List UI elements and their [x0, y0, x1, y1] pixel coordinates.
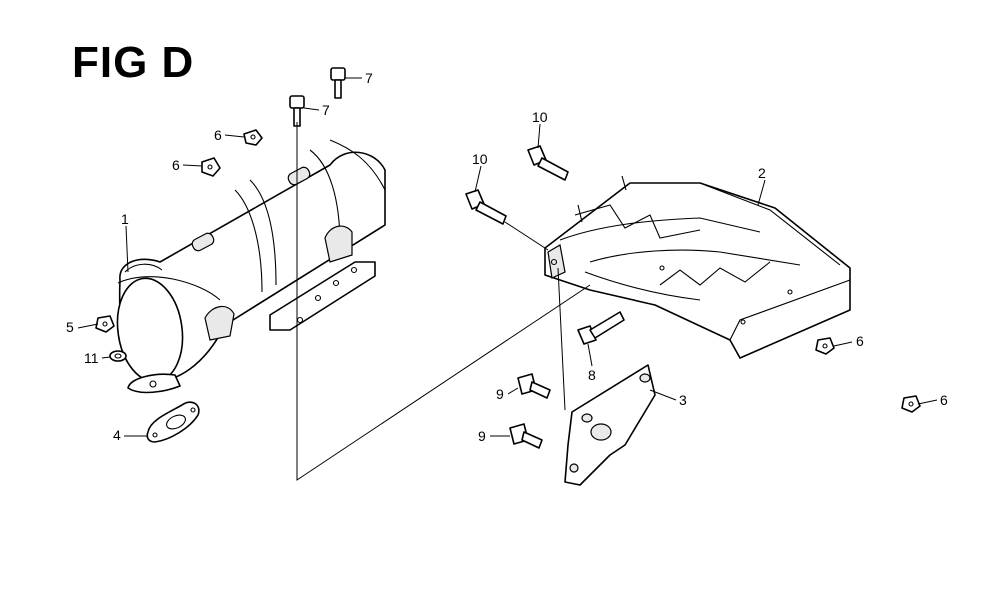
callout-6-c: 6 — [856, 333, 864, 349]
callout-2: 2 — [758, 165, 766, 181]
exhaust-gasket — [146, 401, 200, 443]
nut-6-a — [243, 129, 263, 146]
nut-6-b — [201, 157, 221, 177]
callout-7-a: 7 — [365, 70, 373, 86]
nut-5 — [95, 315, 115, 333]
callout-1: 1 — [121, 211, 129, 227]
bolt-10-a — [527, 145, 569, 181]
nut-6-d — [901, 395, 921, 413]
muffler-protector — [544, 175, 851, 359]
callout-10-b: 10 — [472, 151, 488, 167]
bolt-9-a — [517, 373, 551, 399]
callout-6-a: 6 — [214, 127, 222, 143]
callout-9-a: 9 — [496, 386, 504, 402]
bracket-plate — [564, 364, 656, 486]
muffler-body — [116, 139, 386, 394]
callout-8: 8 — [588, 367, 596, 383]
assembly-lines — [296, 122, 591, 481]
bolt-10-b — [465, 189, 507, 225]
nut-6-c — [815, 337, 835, 355]
callout-3: 3 — [679, 392, 687, 408]
callout-7-b: 7 — [322, 102, 330, 118]
callout-6-b: 6 — [172, 157, 180, 173]
figure-title: FIG D — [72, 38, 195, 87]
bolt-9-b — [509, 423, 543, 449]
callout-4: 4 — [113, 427, 121, 443]
callout-5: 5 — [66, 319, 74, 335]
leader-lines — [77, 77, 938, 437]
washer-11 — [109, 350, 127, 362]
bolt-7-a — [330, 67, 346, 99]
callout-labels: 1 2 3 4 5 6 6 6 6 7 7 8 9 9 10 10 11 — [66, 70, 948, 444]
callout-10-a: 10 — [532, 109, 548, 125]
bolt-7-b — [289, 95, 305, 127]
callout-11: 11 — [84, 350, 99, 366]
callout-6-d: 6 — [940, 392, 948, 408]
callout-9-b: 9 — [478, 428, 486, 444]
bolt-8 — [577, 311, 625, 345]
